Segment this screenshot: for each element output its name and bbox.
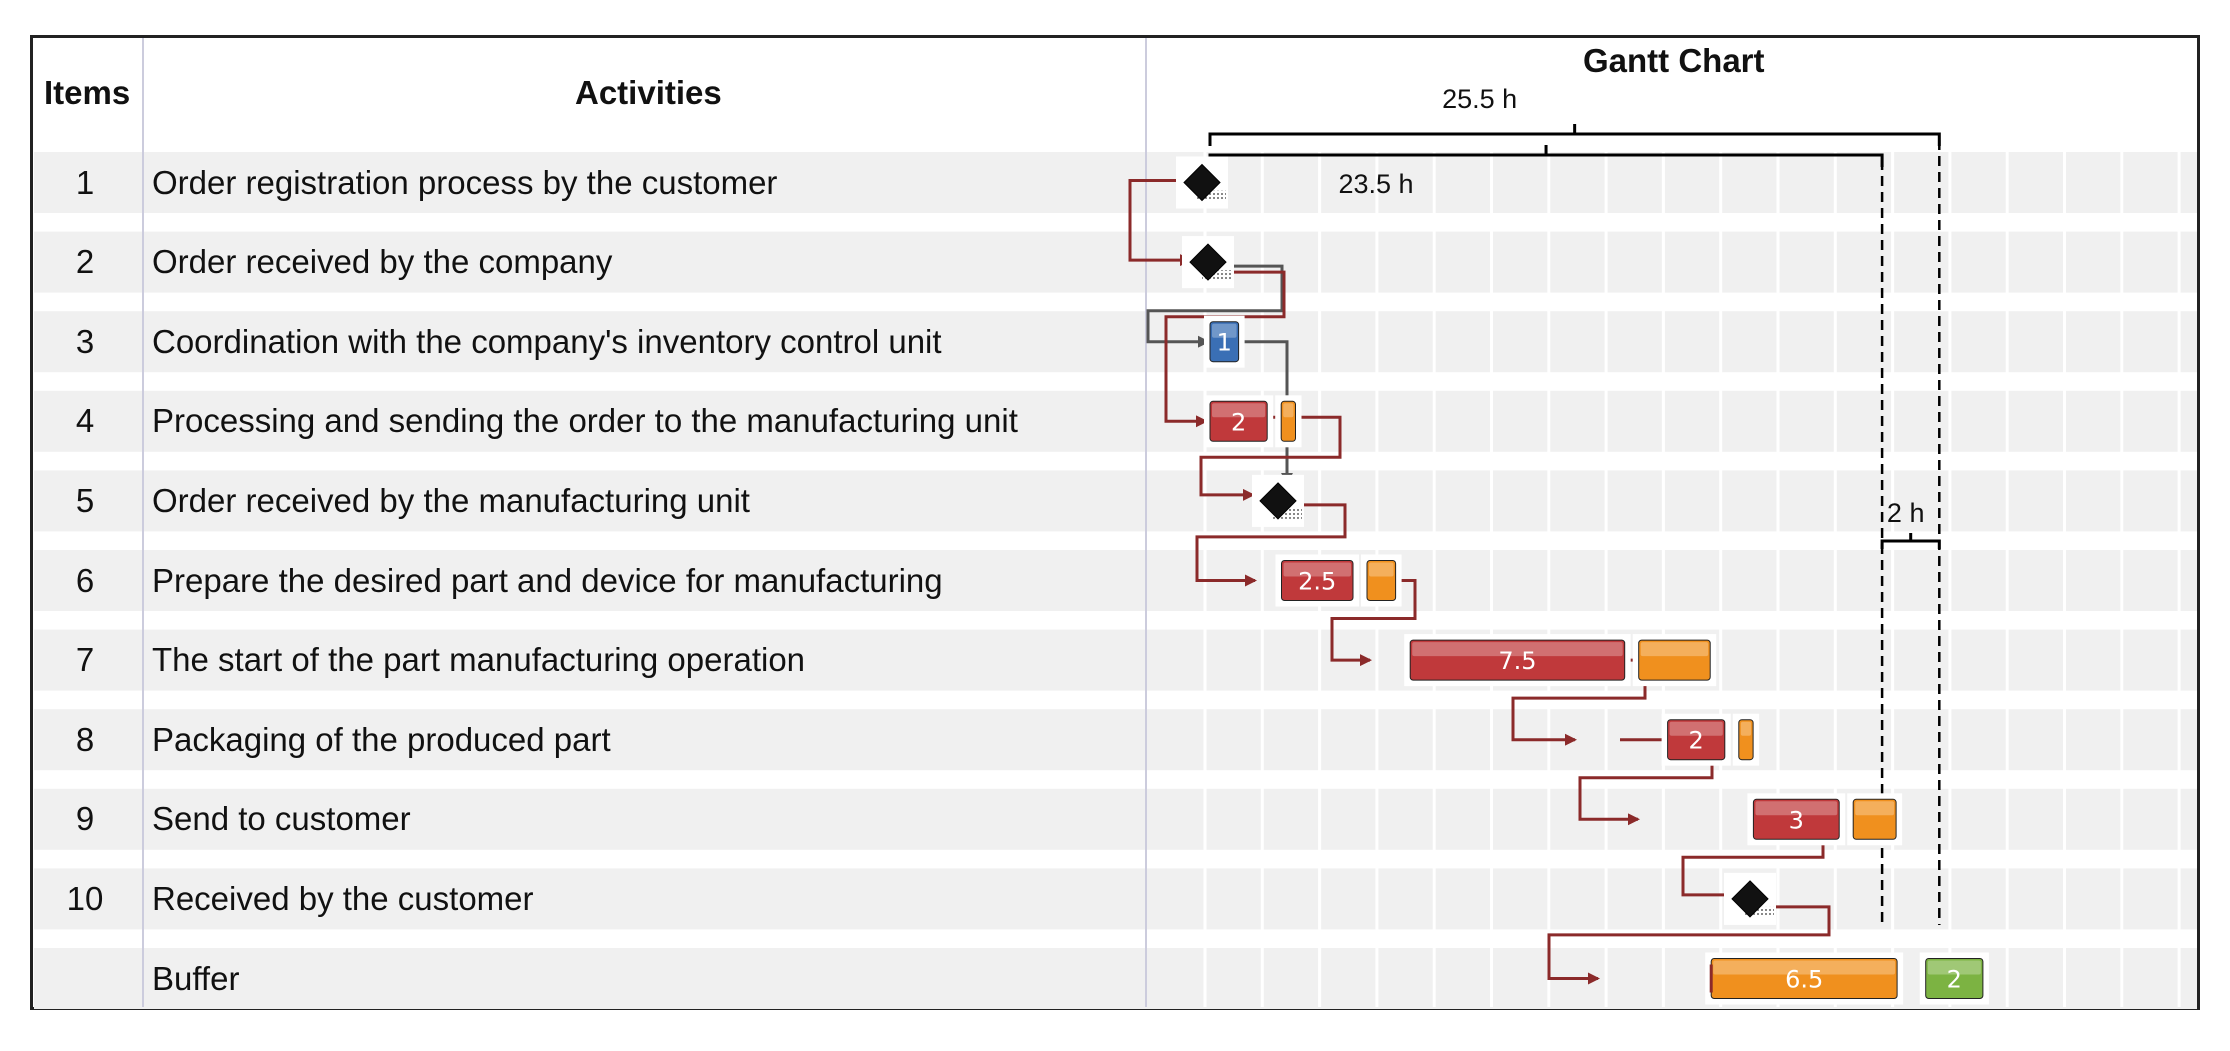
row-activity-label: Buffer <box>152 959 240 997</box>
gantt-task-row-7-feeding-buffer <box>1638 639 1711 681</box>
milestone-row-2 <box>1189 243 1227 281</box>
gantt-task-row-8-feeding-buffer <box>1738 719 1754 761</box>
row-activity-label: Order registration process by the custom… <box>152 163 778 201</box>
gantt-task-row-4-gloss <box>1212 403 1266 418</box>
row-activity-label: The start of the part manufacturing oper… <box>152 641 806 679</box>
row-item-number: 6 <box>75 561 95 599</box>
milestone-row-5-shadow <box>1272 508 1302 519</box>
gantt-task-row-11-buffer-11 <box>1925 958 1984 999</box>
gantt-task-row-7 <box>1409 639 1626 681</box>
link-1-2 <box>1128 179 1195 267</box>
gantt-task-row-4 <box>1209 400 1268 442</box>
bracket-label-23_5h: 23.5 h <box>1339 169 1414 199</box>
gantt-task-row-6-feeding-buffer <box>1366 560 1397 601</box>
activities-column-header: Activities <box>575 74 722 111</box>
row-item-number: 10 <box>66 879 104 917</box>
gantt-task-row-3-label: 1 <box>1217 329 1232 357</box>
gantt-task-row-9-feeding-buffer <box>1852 798 1897 840</box>
milestone-row-2-shadow <box>1202 270 1232 281</box>
chart-title: Gantt Chart <box>1583 42 1765 79</box>
items-column-header: Items <box>44 74 131 111</box>
gantt-task-row-8-label: 2 <box>1689 727 1704 755</box>
gantt-task-row-7-label: 7.5 <box>1498 647 1536 675</box>
row-activity-label: Packaging of the produced part <box>152 720 611 758</box>
gantt-task-row-6-feeding-buffer-gloss <box>1369 562 1394 577</box>
row-item-number: 5 <box>75 481 95 519</box>
gantt-task-row-9-gloss <box>1755 801 1838 816</box>
row-item-number: 1 <box>75 163 95 201</box>
row-item-number: 9 <box>75 800 95 838</box>
gantt-task-row-11-buffer-10-label: 6.5 <box>1785 966 1823 994</box>
gantt-task-row-6 <box>1281 560 1354 601</box>
milestone-row-10-shadow <box>1744 906 1774 917</box>
gantt-task-row-6-label: 2.5 <box>1298 568 1336 596</box>
gantt-task-row-7-feeding-buffer-gloss <box>1640 642 1709 657</box>
row-activity-label: Prepare the desired part and device for … <box>152 561 943 599</box>
gantt-task-row-8-gloss <box>1669 721 1723 736</box>
gantt-task-row-9 <box>1752 798 1840 840</box>
gantt-task-row-11-buffer-10-gloss <box>1713 960 1896 975</box>
bracket-line <box>1208 132 1941 146</box>
bracket-label-2h: 2 h <box>1887 498 1925 528</box>
gantt-task-row-8 <box>1667 719 1726 761</box>
gantt-task-row-3-gloss <box>1212 323 1237 338</box>
link-2-3 <box>1146 264 1284 348</box>
milestone-row-1-shadow <box>1196 190 1226 201</box>
milestone-row-10 <box>1731 880 1769 918</box>
link-4-5 <box>1199 415 1342 501</box>
row-item-number: 7 <box>75 641 95 679</box>
row-item-number: 4 <box>75 402 95 440</box>
row-activity-label: Send to customer <box>152 800 411 838</box>
row-activity-label: Coordination with the company's inventor… <box>152 322 942 360</box>
gantt-task-row-4-feeding-buffer <box>1280 400 1296 442</box>
row-item-number: 3 <box>75 322 95 360</box>
milestone-row-1 <box>1183 163 1221 202</box>
gantt-task-row-8-feeding-buffer-gloss <box>1740 721 1752 736</box>
gantt-task-row-9-feeding-buffer-gloss <box>1855 801 1895 816</box>
row-activity-label: Received by the customer <box>152 879 534 917</box>
row-activity-label: Order received by the manufacturing unit <box>152 481 750 519</box>
gantt-task-row-3 <box>1209 321 1240 363</box>
bracket-line <box>1880 539 1941 549</box>
gantt-task-row-4-feeding-buffer-gloss <box>1283 403 1294 418</box>
gantt-task-row-4-label: 2 <box>1231 408 1246 436</box>
gantt-task-row-7-gloss <box>1412 642 1623 657</box>
link-5-6 <box>1195 503 1347 587</box>
row-item-number: 8 <box>75 720 95 758</box>
gantt-task-row-9-label: 3 <box>1789 806 1804 834</box>
row-activity-label: Order received by the company <box>152 243 613 281</box>
bracket-label-25_5h: 25.5 h <box>1442 84 1517 114</box>
gantt-task-row-11-buffer-11-label: 2 <box>1947 966 1962 994</box>
row-activity-label: Processing and sending the order to the … <box>152 402 1018 440</box>
gantt-task-row-11-buffer-11-gloss <box>1927 960 1981 975</box>
row-item-number: 2 <box>75 243 95 281</box>
link-6-7 <box>1330 579 1417 667</box>
link-10-11 <box>1547 905 1831 985</box>
gantt-task-row-6-gloss <box>1283 562 1351 577</box>
milestone-row-5 <box>1259 482 1297 520</box>
